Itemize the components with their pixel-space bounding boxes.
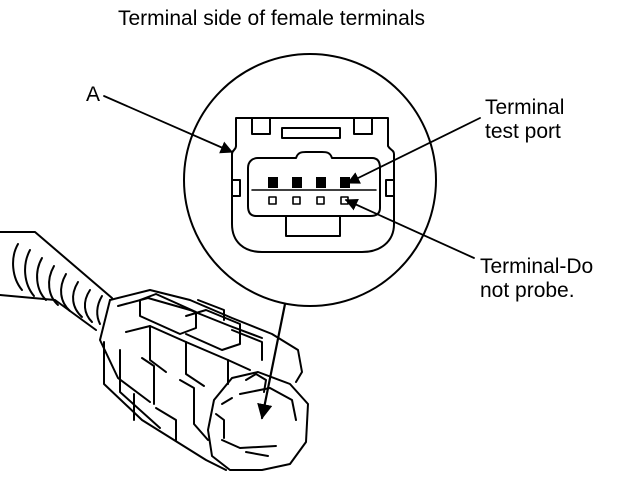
test-port-4 (340, 177, 350, 188)
terminal-2 (292, 196, 301, 205)
label-do-not-probe-line2: not probe. (480, 279, 575, 302)
test-port-3 (316, 177, 326, 188)
test-port-2 (292, 177, 302, 188)
wire-harness (0, 231, 113, 331)
label-test-port-line1: Terminal (485, 96, 565, 119)
label-do-not-probe-line1: Terminal-Do (480, 255, 594, 278)
connector-face (231, 117, 395, 253)
terminal-1 (268, 196, 277, 205)
leader-a (103, 95, 234, 154)
label-test-port-line2: test port (485, 120, 561, 143)
magnifier-circle (183, 53, 437, 307)
test-port-1 (268, 177, 278, 188)
view-arrow (257, 302, 287, 420)
label-a: A (86, 83, 101, 106)
terminal-3 (316, 196, 325, 205)
label-terminal-test-port: Terminal test port (485, 96, 564, 144)
leader-do-not-probe (344, 198, 475, 259)
diagram-title: Terminal side of female terminals (118, 7, 425, 30)
label-terminal-do-not-probe: Terminal-Do not probe. (480, 255, 593, 303)
leader-test-port (346, 117, 481, 184)
connector-body (99, 289, 309, 471)
leader-lines (103, 95, 481, 259)
